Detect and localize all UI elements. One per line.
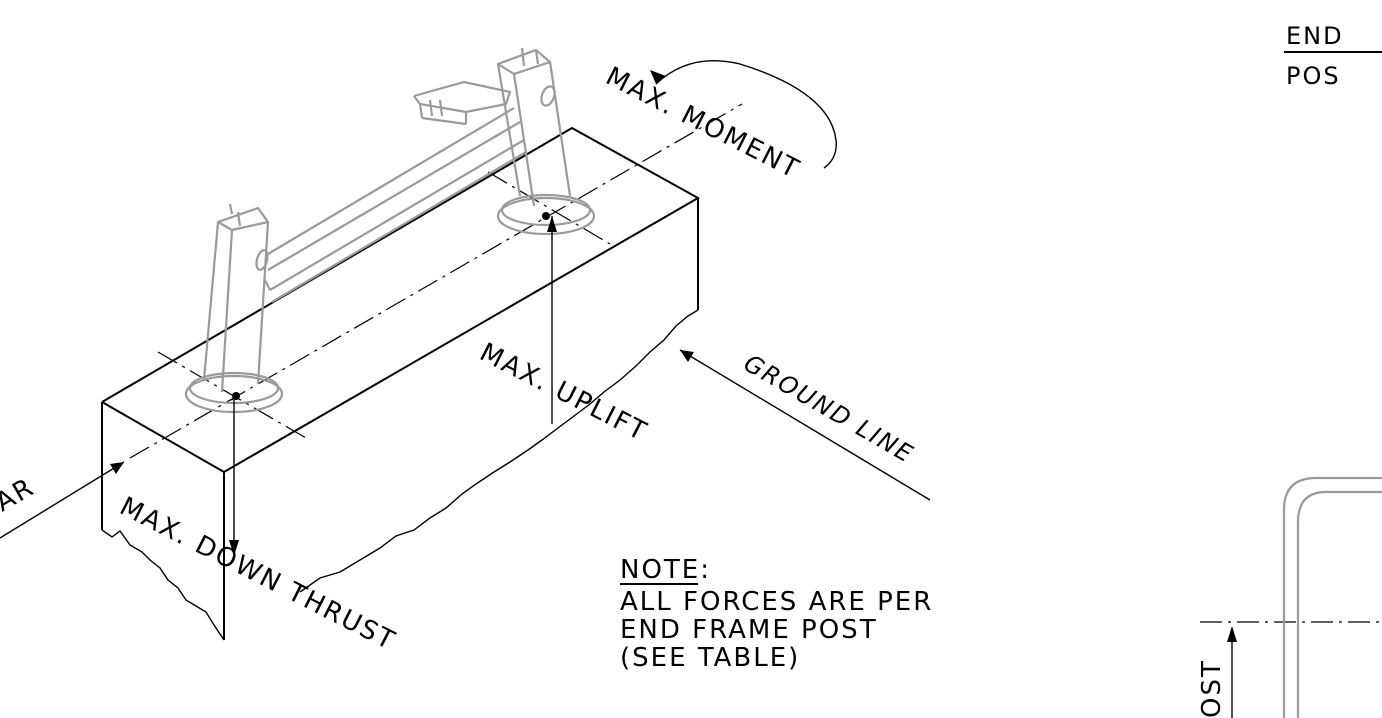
stub-arm [413,80,512,126]
title-block-bottom: POS [1286,62,1341,90]
title-block-top: END [1286,22,1344,50]
down-thrust-arrow [229,396,239,556]
max-uplift-label: MAX. UPLIFT [475,338,652,448]
note-line-3: (SEE TABLE) [620,643,800,673]
shear-arrow [0,461,125,539]
end-frame-post-rear [496,47,572,207]
shear-label-partial: AR [0,472,40,518]
end-frame-post-front [202,203,270,393]
post-arrow [1227,626,1237,718]
horizontal-brace [263,107,527,303]
base-plate-rear [496,193,596,236]
footing-block [101,126,701,641]
uplift-arrow [547,216,557,424]
moment-arrow [650,60,837,169]
note-line-2: END FRAME POST [620,615,878,645]
post-section-detail [1282,476,1382,718]
ground-line-arrow [679,349,931,501]
ground-line-label: GROUND LINE [739,349,919,469]
note-heading: NOTE: [620,555,711,585]
note-line-1: ALL FORCES ARE PER [620,587,933,617]
max-down-thrust-label: MAX. DOWN THRUST [115,492,401,657]
post-label-partial: OST [1197,659,1227,718]
note-block: NOTE: ALL FORCES ARE PER END FRAME POST … [620,555,933,673]
max-moment-label: MAX. MOMENT [601,62,805,186]
